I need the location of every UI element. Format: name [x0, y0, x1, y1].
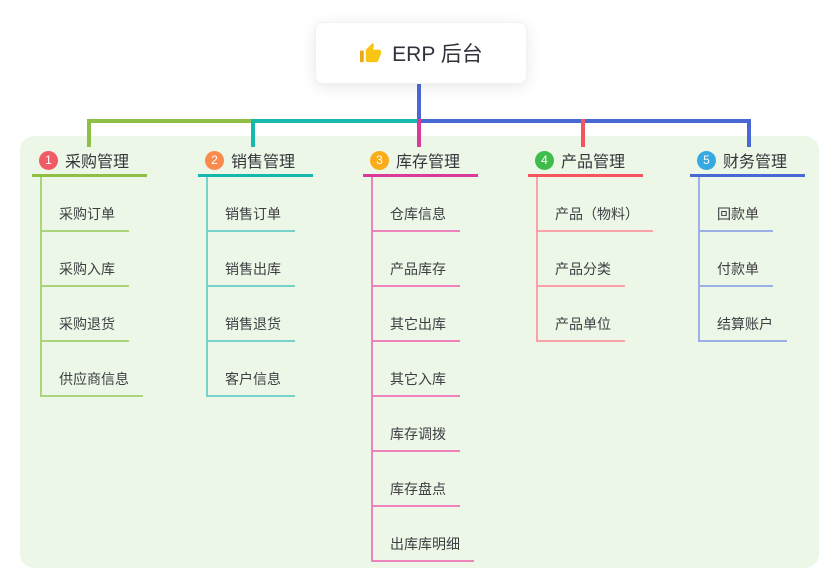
child-node-label[interactable]: 产品库存 [373, 259, 460, 287]
child-node-row: 产品（物料） [538, 177, 653, 232]
branch-node-label: 销售管理 [231, 154, 296, 171]
branch-number-badge: 4 [535, 150, 554, 170]
child-node-row: 产品单位 [538, 287, 653, 342]
child-node-label[interactable]: 销售订单 [208, 204, 295, 232]
child-node-row: 客户信息 [208, 342, 313, 397]
child-node-row: 销售退货 [208, 287, 313, 342]
child-node-row: 库存调拨 [373, 397, 478, 452]
branch-procurement: 1 采购管理 采购订单采购入库采购退货供应商信息 [32, 146, 147, 397]
branch-drop-product [581, 119, 585, 147]
branch-drop-procurement [87, 119, 91, 147]
branch-node[interactable]: 4 产品管理 [528, 146, 643, 177]
branch-node[interactable]: 3 库存管理 [363, 146, 478, 177]
branch-drop-inventory [417, 119, 421, 147]
root-connector-line [417, 82, 421, 120]
branch-number-badge: 2 [205, 150, 224, 170]
branch-node[interactable]: 1 采购管理 [32, 146, 147, 177]
child-node-row: 出库库明细 [373, 507, 478, 562]
branch-children: 产品（物料） 产品分类产品单位 [536, 177, 653, 342]
branch-number-badge: 5 [697, 150, 716, 170]
branch-inventory: 3 库存管理 仓库信息产品库存其它出库其它入库库存调拨库存盘点出库库明细 [363, 146, 478, 562]
child-node-row: 其它入库 [373, 342, 478, 397]
child-node-row: 库存盘点 [373, 452, 478, 507]
child-node-label[interactable]: 出库库明细 [373, 534, 474, 562]
branch-sales: 2 销售管理 销售订单销售出库销售退货客户信息 [198, 146, 313, 397]
branches-panel [20, 136, 819, 568]
rail-segment-green [87, 119, 253, 123]
child-node-row: 付款单 [700, 232, 805, 287]
branch-node-label: 库存管理 [396, 154, 461, 171]
branch-number-badge: 1 [39, 150, 58, 170]
child-node-label[interactable]: 其它出库 [373, 314, 460, 342]
child-node-label[interactable]: 采购退货 [42, 314, 129, 342]
child-node-row: 采购入库 [42, 232, 147, 287]
branch-drop-finance [747, 119, 751, 147]
branch-children: 采购订单采购入库采购退货供应商信息 [40, 177, 147, 397]
child-node-label[interactable]: 产品（物料） [538, 204, 653, 232]
branch-children: 回款单付款单结算账户 [698, 177, 805, 342]
branch-node[interactable]: 5 财务管理 [690, 146, 805, 177]
child-node-label[interactable]: 采购订单 [42, 204, 129, 232]
child-node-label[interactable]: 销售退货 [208, 314, 295, 342]
branch-number-badge: 3 [370, 150, 389, 170]
branch-node-label: 采购管理 [65, 154, 130, 171]
child-node-label[interactable]: 其它入库 [373, 369, 460, 397]
child-node-row: 销售订单 [208, 177, 313, 232]
child-node-label[interactable]: 库存盘点 [373, 479, 460, 507]
child-node-label[interactable]: 库存调拨 [373, 424, 460, 452]
child-node-row: 供应商信息 [42, 342, 147, 397]
child-node-label[interactable]: 结算账户 [700, 314, 787, 342]
rail-segment-teal [253, 119, 417, 123]
child-node-row: 结算账户 [700, 287, 805, 342]
child-node-label[interactable]: 销售出库 [208, 259, 295, 287]
child-node-label[interactable]: 客户信息 [208, 369, 295, 397]
child-node-row: 销售出库 [208, 232, 313, 287]
root-node[interactable]: ERP 后台 [315, 22, 527, 84]
root-node-label: ERP 后台 [392, 43, 483, 66]
child-node-label[interactable]: 采购入库 [42, 259, 129, 287]
child-node-label[interactable]: 产品单位 [538, 314, 625, 342]
child-node-row: 仓库信息 [373, 177, 478, 232]
child-node-row: 采购订单 [42, 177, 147, 232]
branch-product: 4 产品管理 产品（物料） 产品分类产品单位 [528, 146, 653, 342]
child-node-row: 其它出库 [373, 287, 478, 342]
branch-node-label: 财务管理 [723, 154, 788, 171]
child-node-label[interactable]: 供应商信息 [42, 369, 143, 397]
branch-node-label: 产品管理 [561, 154, 626, 171]
child-node-row: 产品库存 [373, 232, 478, 287]
child-node-label[interactable]: 产品分类 [538, 259, 625, 287]
child-node-label[interactable]: 仓库信息 [373, 204, 460, 232]
child-node-row: 产品分类 [538, 232, 653, 287]
child-node-label[interactable]: 回款单 [700, 204, 773, 232]
thumbs-up-icon [359, 42, 382, 65]
child-node-row: 采购退货 [42, 287, 147, 342]
child-node-label[interactable]: 付款单 [700, 259, 773, 287]
branch-finance: 5 财务管理 回款单付款单结算账户 [690, 146, 805, 342]
branch-children: 销售订单销售出库销售退货客户信息 [206, 177, 313, 397]
branch-drop-sales [251, 119, 255, 147]
branch-children: 仓库信息产品库存其它出库其它入库库存调拨库存盘点出库库明细 [371, 177, 478, 562]
branch-node[interactable]: 2 销售管理 [198, 146, 313, 177]
child-node-row: 回款单 [700, 177, 805, 232]
